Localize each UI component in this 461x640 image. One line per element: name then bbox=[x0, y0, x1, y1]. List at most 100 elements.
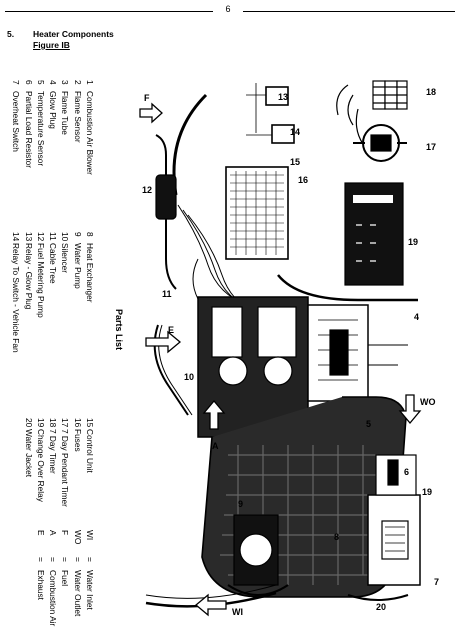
silencer-10 bbox=[153, 324, 193, 416]
label-F: F bbox=[144, 93, 150, 103]
section-heading: 5.Heater Components Figure IB bbox=[7, 29, 114, 50]
parts-list-item: 4Glow Plug bbox=[47, 80, 59, 175]
parts-list-label: Water Pump bbox=[72, 243, 83, 289]
parts-list-item: 5Temperature Sensor bbox=[35, 80, 47, 175]
abbreviation-item: A = Combustion Air bbox=[47, 530, 59, 626]
parts-list-label: Silencer bbox=[60, 243, 71, 273]
arrow-exhaust bbox=[145, 330, 182, 354]
page-number: 6 bbox=[225, 4, 231, 14]
parts-list-item: 187 Day Timer bbox=[47, 418, 59, 507]
control-unit-15 bbox=[225, 166, 289, 260]
parts-list-item: 16Fuses bbox=[71, 418, 83, 507]
parts-list-number: 12 bbox=[35, 232, 46, 242]
label-12: 12 bbox=[142, 185, 152, 195]
label-WO: WO bbox=[420, 397, 436, 407]
parts-list-number: 14 bbox=[11, 232, 22, 242]
parts-list-number: 13 bbox=[23, 232, 34, 242]
parts-list-number: 8 bbox=[85, 232, 95, 237]
parts-list-number: 11 bbox=[48, 232, 59, 241]
header-rule-right bbox=[243, 11, 455, 12]
parts-list-item: 177 Day Pendant Timer bbox=[59, 418, 71, 507]
parts-list-title: Parts List bbox=[114, 309, 124, 351]
parts-list-item: 8Heat Exchanger bbox=[84, 232, 96, 353]
abbreviation-item: E = Exhaust bbox=[35, 530, 47, 626]
abbreviation-value: Exhaust bbox=[35, 570, 46, 600]
abbreviation-key: E bbox=[35, 530, 46, 536]
abbreviation-equals: = bbox=[48, 557, 59, 562]
label-4: 4 bbox=[414, 312, 419, 322]
abbreviation-key: F bbox=[60, 530, 71, 536]
abbreviation-value: Fuel bbox=[60, 570, 71, 587]
label-17: 17 bbox=[426, 142, 436, 152]
label-19-relay: 19 bbox=[422, 487, 432, 497]
pendant-timer-17 bbox=[353, 124, 407, 162]
parts-list-item: 2Flame Sensor bbox=[71, 80, 83, 175]
parts-list-item: 3Flame Tube bbox=[59, 80, 71, 175]
parts-list-label: Flame Sensor bbox=[72, 91, 83, 143]
parts-list-number: 16 bbox=[72, 418, 83, 428]
abbreviation-key: WI bbox=[85, 530, 95, 541]
parts-list-number: 7 bbox=[11, 80, 22, 85]
parts-list-number: 5 bbox=[35, 80, 46, 85]
abbreviation-equals: = bbox=[60, 557, 71, 562]
figure-caption: Figure IB bbox=[33, 40, 70, 50]
parts-list-number: 15 bbox=[85, 418, 95, 428]
parts-list-number: 20 bbox=[23, 418, 34, 428]
parts-list-label: Change Over Relay bbox=[35, 429, 46, 502]
heater-components-diagram: F E A WI WO 4 5 6 7 8 9 10 11 12 13 14 1… bbox=[139, 80, 439, 617]
parts-list-label: Relay - Glow Plug bbox=[23, 243, 34, 310]
parts-list-label: Partial Load Resistor bbox=[23, 91, 34, 169]
parts-list-number: 9 bbox=[72, 232, 83, 237]
label-15: 15 bbox=[290, 157, 300, 167]
parts-list-item: 12Fuel Metering Pump bbox=[35, 232, 47, 353]
parts-list-item: 9Water Pump bbox=[71, 232, 83, 353]
arrow-water-outlet bbox=[398, 394, 422, 425]
abbreviation-value: Water Inlet bbox=[85, 570, 95, 610]
parts-list-item: 14Relay To Switch - Vehicle Fan bbox=[10, 232, 22, 353]
label-A: A bbox=[212, 441, 219, 451]
abbreviation-equals: = bbox=[85, 557, 95, 562]
abbreviation-item: WO=Water Outlet bbox=[71, 530, 83, 626]
parts-list-number: 1 bbox=[85, 80, 95, 85]
header-rule-left bbox=[5, 11, 213, 12]
parts-list-item: 10Silencer bbox=[59, 232, 71, 353]
parts-list-label: Glow Plug bbox=[48, 91, 59, 129]
label-E: E bbox=[168, 325, 174, 335]
arrow-water-inlet bbox=[194, 593, 227, 617]
section-title: Heater Components bbox=[33, 29, 114, 39]
label-16: 16 bbox=[298, 175, 308, 185]
label-7: 7 bbox=[434, 577, 439, 587]
parts-list-number: 10 bbox=[60, 232, 71, 242]
label-18: 18 bbox=[426, 87, 436, 97]
label-9: 9 bbox=[238, 499, 243, 509]
abbreviation-item: F = Fuel bbox=[59, 530, 71, 626]
parts-list-item: 1Combustion Air Blower bbox=[84, 80, 96, 175]
abbreviation-key: WO bbox=[72, 530, 83, 545]
parts-list-item: 15Control Unit bbox=[84, 418, 96, 507]
parts-list-label: Heat Exchanger bbox=[85, 243, 95, 303]
abbreviation-value: Combustion Air bbox=[48, 570, 59, 627]
parts-list-label: Relay To Switch - Vehicle Fan bbox=[11, 243, 22, 353]
parts-list-label: Control Unit bbox=[85, 429, 95, 473]
label-5: 5 bbox=[366, 419, 371, 429]
abbreviation-equals: = bbox=[35, 557, 46, 562]
parts-list-item: 11Cable Tree bbox=[47, 232, 59, 353]
parts-list-label: Cable Tree bbox=[48, 243, 59, 284]
parts-list-item: 19Change Over Relay bbox=[35, 418, 47, 507]
parts-list-number: 3 bbox=[60, 80, 71, 85]
label-8: 8 bbox=[334, 532, 339, 542]
parts-list-label: Overheat Switch bbox=[11, 91, 22, 152]
arrow-fuel bbox=[139, 102, 163, 124]
connector-18 bbox=[336, 80, 408, 145]
label-20: 20 bbox=[376, 602, 386, 612]
digital-timer-18 bbox=[344, 182, 404, 286]
abbreviation-value: Water Outlet bbox=[72, 570, 83, 617]
parts-list-label: Fuel Metering Pump bbox=[35, 243, 46, 318]
abbreviation-key: A bbox=[48, 530, 59, 536]
parts-list-item: 13Relay - Glow Plug bbox=[22, 232, 34, 353]
label-14: 14 bbox=[290, 127, 300, 137]
label-11: 11 bbox=[162, 289, 172, 299]
